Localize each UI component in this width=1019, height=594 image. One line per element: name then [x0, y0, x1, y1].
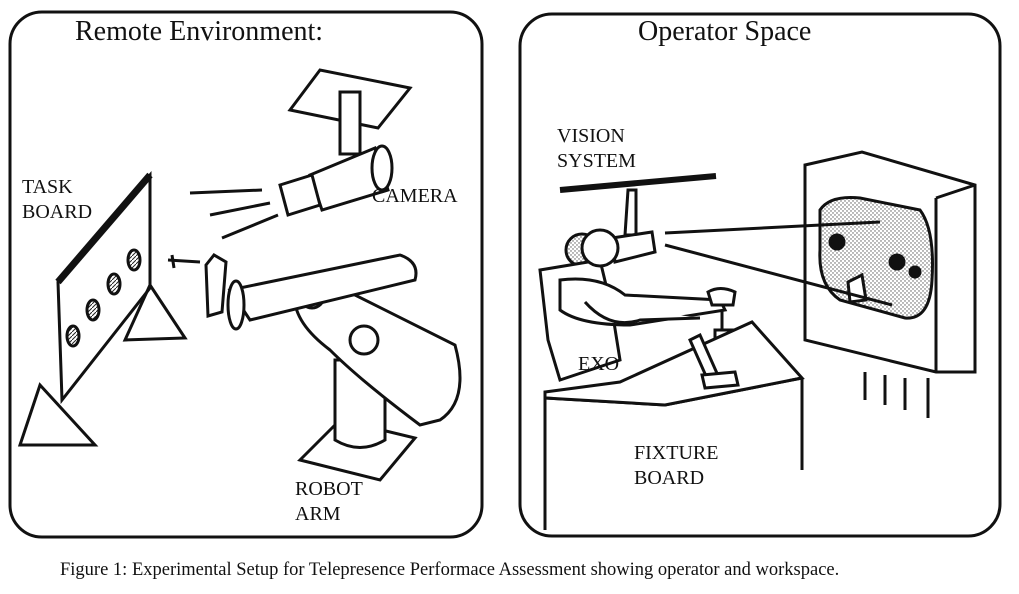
robot-arm-label: ROBOT ARM: [295, 478, 363, 525]
robot-arm: [167, 253, 462, 482]
exoskeleton: [538, 228, 737, 382]
camera: [189, 68, 413, 240]
fixture-table: [543, 320, 805, 530]
exo-label: EXO: [578, 353, 620, 375]
operator-space-title: Operator Space: [638, 16, 812, 47]
camera-label: CAMERA: [372, 185, 458, 207]
operator-space-panel: [518, 12, 1002, 538]
figure-caption: Figure 1: Experimental Setup for Telepre…: [60, 560, 840, 580]
remote-environment-panel: [8, 10, 484, 539]
task-board-label: TASK BOARD: [22, 176, 93, 223]
monitor: [664, 150, 977, 418]
remote-environment-title: Remote Environment:: [75, 16, 324, 47]
fixture-board-label: FIXTURE BOARD: [634, 442, 719, 489]
task-board: [17, 170, 188, 447]
vision-system-label: VISION SYSTEM: [557, 125, 636, 172]
